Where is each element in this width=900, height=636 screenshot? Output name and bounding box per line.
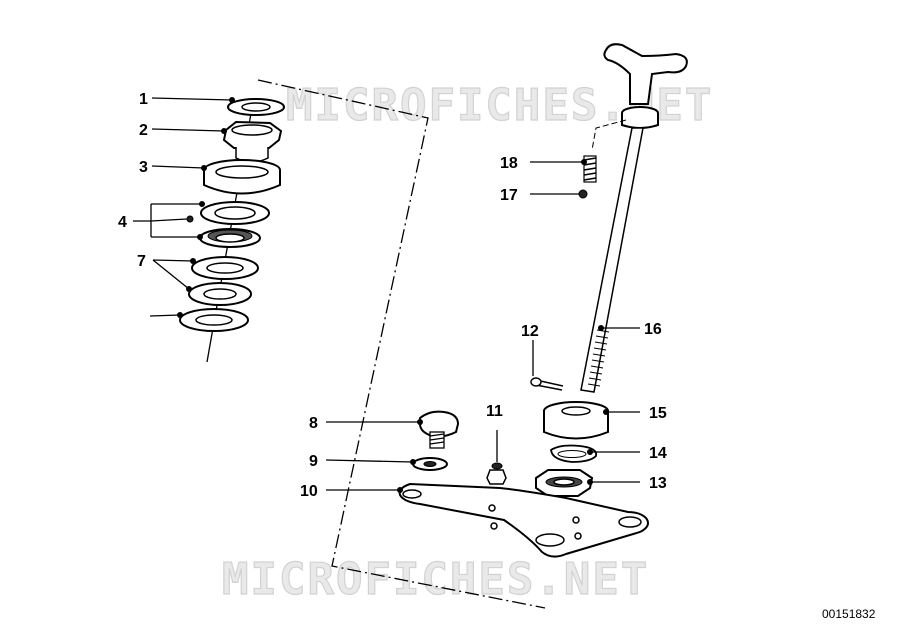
part-17-ball <box>578 189 588 199</box>
callout-10: 10 <box>300 483 318 500</box>
part-8-bolt <box>419 410 460 449</box>
callout-17: 17 <box>500 187 518 204</box>
callout-4: 4 <box>118 214 127 231</box>
part-18-spring <box>583 155 597 183</box>
leader-lines <box>133 97 640 491</box>
callout-18: 18 <box>500 155 518 172</box>
t-handle <box>603 43 688 105</box>
shaft-assembly <box>530 43 688 497</box>
callout-1: 1 <box>139 91 148 108</box>
watermark-bottom: MICROFICHES.NET <box>222 554 649 605</box>
part-16-shaft <box>580 127 644 393</box>
part-2-nut <box>222 120 283 163</box>
part-7-washer-a <box>191 256 259 280</box>
callout-15: 15 <box>649 405 667 422</box>
left-bearing-stack <box>179 98 285 363</box>
part-7-washer-b <box>188 282 252 306</box>
callout-13: 13 <box>649 475 667 492</box>
callout-3: 3 <box>139 159 148 176</box>
part-4-bearing-ring-lower <box>199 228 261 248</box>
callout-7: 7 <box>137 253 146 270</box>
part-3-bearing-cup <box>203 159 281 195</box>
part-4-bearing-ring-upper <box>200 201 270 225</box>
leader-dots <box>177 97 609 493</box>
part-14-circlip <box>550 444 598 463</box>
drawing-number: 00151832 <box>822 607 876 621</box>
part-13-nut <box>535 469 594 497</box>
part-15-bushing <box>543 401 609 440</box>
part-1-washer <box>227 98 285 116</box>
part-7-washer-c <box>179 308 249 332</box>
callout-8: 8 <box>309 415 318 432</box>
part-10-plate <box>398 482 649 558</box>
callout-labels: 1 2 3 4 7 8 9 10 11 12 13 14 15 16 17 18 <box>118 91 667 500</box>
assembly-frame <box>257 79 546 609</box>
callout-14: 14 <box>649 445 667 462</box>
part-9-washer <box>412 457 448 471</box>
callout-12: 12 <box>521 323 539 340</box>
part-12-split-pin <box>530 377 564 391</box>
callout-2: 2 <box>139 122 148 139</box>
part-11-grease-nipple <box>486 430 507 485</box>
callout-11: 11 <box>486 403 503 420</box>
part-4-ball <box>186 215 194 223</box>
callout-16: 16 <box>644 321 662 338</box>
callout-9: 9 <box>309 453 318 470</box>
